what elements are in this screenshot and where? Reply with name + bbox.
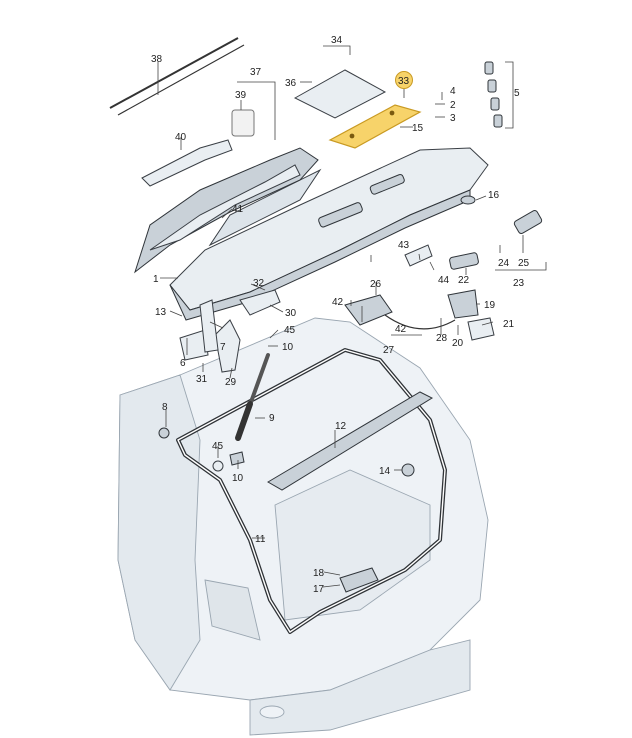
label-24: 24 [498, 258, 510, 269]
part-33-hole-2 [389, 110, 395, 116]
part-26-lock-motor [344, 294, 393, 326]
label-2: 2 [450, 100, 456, 111]
label-21: 21 [503, 319, 515, 330]
part-23-light [513, 210, 543, 234]
label-25: 25 [518, 258, 530, 269]
label-5: 5 [514, 88, 520, 99]
label-4: 4 [450, 86, 456, 97]
part-22-light [449, 252, 479, 270]
part-9-strut-body [235, 401, 253, 441]
part-45-buffer [212, 460, 224, 472]
label-42-left: 42 [332, 297, 344, 308]
trim-slot [369, 174, 405, 195]
tailgate-trim-upper [208, 168, 322, 247]
label-43: 43 [398, 240, 410, 251]
label-10-lower: 10 [232, 473, 244, 484]
label-14: 14 [379, 466, 391, 477]
label-23: 23 [513, 278, 525, 289]
label-45-upper: 45 [284, 325, 296, 336]
label-20: 20 [452, 338, 464, 349]
part-28-cable [384, 314, 456, 330]
label-34: 34 [331, 35, 343, 46]
part-12-strip [267, 391, 434, 491]
label-45-lower: 45 [212, 441, 224, 452]
luggage-floor [274, 469, 431, 621]
part-40-strip [141, 139, 233, 187]
label-16: 16 [488, 190, 500, 201]
bumper [249, 639, 471, 736]
label-10-upper: 10 [282, 342, 294, 353]
spoiler-trim [134, 147, 319, 274]
part-39-bag [231, 109, 255, 137]
label-37: 37 [250, 67, 262, 78]
label-39: 39 [235, 90, 247, 101]
tail-light-left [204, 579, 261, 641]
part-16-grommet [460, 195, 476, 205]
label-41: 41 [232, 204, 244, 215]
part-number-labels: 1 2 3 4 5 6 7 8 9 10 10 11 12 13 14 15 1… [151, 35, 530, 595]
label-40: 40 [175, 132, 187, 143]
label-9: 9 [269, 413, 275, 424]
label-11: 11 [255, 534, 266, 545]
part-38-rail-lower [117, 44, 245, 116]
spoiler-inner-face [149, 164, 301, 251]
label-19: 19 [484, 300, 496, 311]
label-33-circle [395, 71, 413, 89]
part-7-bracket [199, 299, 219, 353]
tailgate-seal-highlight [177, 349, 446, 633]
trim-handle-recess [318, 202, 363, 228]
screw-group-5 [484, 61, 503, 128]
label-1: 1 [153, 274, 159, 285]
label-3: 3 [450, 113, 456, 124]
part-43-bracket [404, 244, 433, 267]
part-8-plug [158, 427, 170, 439]
part-19-latch [447, 289, 479, 319]
part-33-hole [349, 133, 355, 139]
label-8: 8 [162, 402, 168, 413]
part-17-striker [339, 567, 379, 593]
label-15: 15 [412, 123, 424, 134]
label-12: 12 [335, 421, 347, 432]
leader-lines [157, 45, 547, 588]
label-28: 28 [436, 333, 448, 344]
tailgate-inner-trim [169, 147, 489, 321]
label-42-right: 42 [395, 324, 407, 335]
car-body [117, 317, 489, 736]
part-34-plate [293, 69, 387, 119]
part-29-hinge [214, 319, 241, 373]
label-36: 36 [285, 78, 297, 89]
label-26: 26 [370, 279, 382, 290]
label-32: 32 [253, 278, 265, 289]
label-17: 17 [313, 584, 325, 595]
part-30-hinge [239, 289, 281, 316]
part-38-rail [109, 37, 239, 109]
label-6: 6 [180, 358, 186, 369]
label-31: 31 [196, 374, 208, 385]
label-22: 22 [458, 275, 470, 286]
label-38: 38 [151, 54, 163, 65]
exhaust-tip [259, 705, 285, 719]
label-7: 7 [220, 342, 226, 353]
label-44: 44 [438, 275, 450, 286]
car-roof-side [117, 374, 201, 691]
part-10-bracket [229, 451, 245, 466]
label-33: 33 [398, 76, 410, 87]
tailgate-trim-lower-lip [169, 189, 471, 321]
label-29: 29 [225, 377, 237, 388]
label-13: 13 [155, 307, 167, 318]
label-33-badge: 33 [395, 71, 413, 89]
part-14-clip [401, 463, 415, 477]
label-30: 30 [285, 308, 297, 319]
label-27: 27 [383, 345, 395, 356]
part-21-cover [467, 317, 495, 341]
label-18: 18 [313, 568, 325, 579]
